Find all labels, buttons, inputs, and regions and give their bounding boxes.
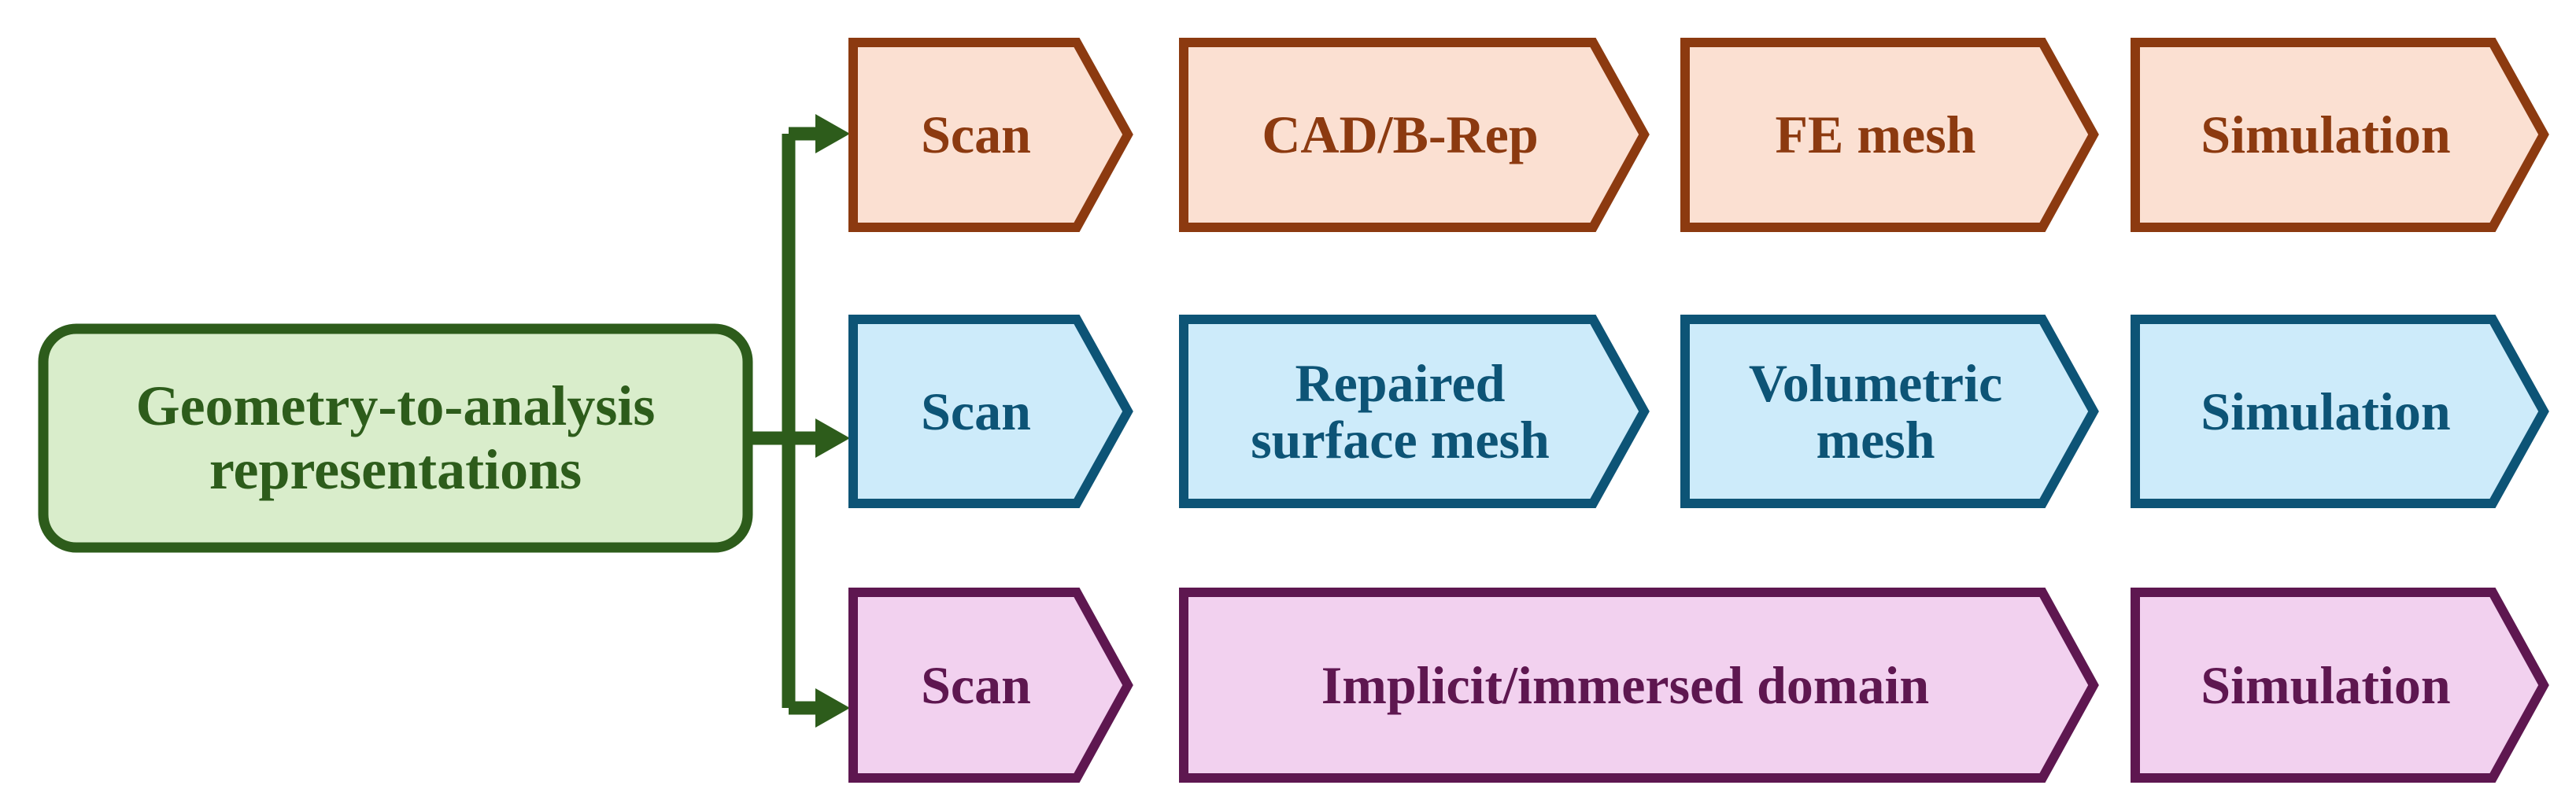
step-shape-simulation-2[interactable] — [2131, 315, 2549, 508]
pipeline-row-implicit-immersed — [848, 588, 2549, 783]
step-shape-scan-2[interactable] — [848, 315, 1133, 508]
root-node-label: Geometry-to-analysis representations — [135, 374, 656, 501]
step-shape-volumetric-mesh[interactable] — [1680, 315, 2099, 508]
arrowhead-row-1 — [815, 114, 850, 153]
step-shape-implicit-immersed-domain[interactable] — [1179, 588, 2099, 783]
arrowhead-row-3 — [815, 688, 850, 728]
pipeline-row-cad-brep — [848, 38, 2549, 232]
arrowhead-row-2 — [815, 418, 850, 458]
step-shape-fe-mesh[interactable] — [1680, 38, 2099, 232]
pipeline-row-surface-mesh — [848, 315, 2549, 508]
branch-arrowheads — [815, 114, 850, 728]
step-shape-cad-brep[interactable] — [1179, 38, 1650, 232]
step-shape-simulation-1[interactable] — [2131, 38, 2549, 232]
branch-connector — [748, 127, 819, 715]
step-shape-scan-1[interactable] — [848, 38, 1133, 232]
step-shape-simulation-3[interactable] — [2131, 588, 2549, 783]
step-shape-repaired-surface-mesh[interactable] — [1179, 315, 1650, 508]
step-shape-scan-3[interactable] — [848, 588, 1133, 783]
